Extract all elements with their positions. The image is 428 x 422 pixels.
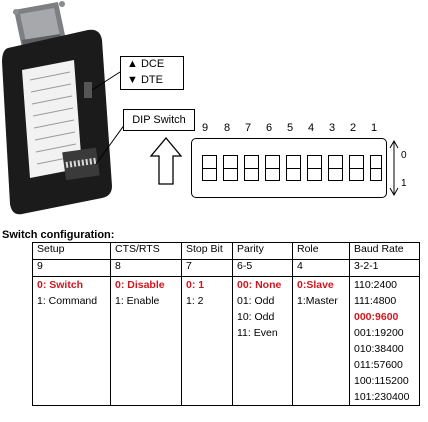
dip-number: 6 — [265, 122, 273, 134]
dip-switch-window — [62, 147, 100, 181]
switch-direction-arrows-icon — [389, 140, 399, 196]
dip-switch-slot — [370, 155, 382, 181]
dip-number: 7 — [244, 122, 252, 134]
device-label — [22, 60, 82, 178]
option-value: 001:19200 — [354, 327, 404, 339]
option-value: 11: Even — [237, 327, 278, 339]
option-value: 0: 1 — [186, 279, 205, 291]
triangle-up-icon: ▲ — [127, 58, 138, 70]
header-setup: Setup — [32, 242, 111, 260]
baud-rate-options: 110:2400 111:4800 000:9600 001:19200 010:384… — [349, 276, 420, 406]
dip-number: 3 — [328, 122, 336, 134]
index-cell: 8 — [110, 259, 182, 277]
option-value: 1:Master — [297, 295, 338, 307]
switch-on-label: 0 — [401, 150, 407, 161]
switch-off-label: 1 — [401, 178, 407, 189]
switch-configuration-title: Switch configuration: — [2, 229, 115, 241]
option-value: 1: 2 — [186, 295, 204, 307]
index-cell: 3-2-1 — [349, 259, 420, 277]
dip-switch-slot — [223, 155, 238, 181]
option-value: 01: Odd — [237, 295, 275, 307]
option-value: 010:38400 — [354, 343, 404, 355]
dce-dte-slide-switch — [84, 82, 92, 98]
index-cell: 9 — [32, 259, 111, 277]
option-value: 0: Switch — [37, 279, 84, 291]
dip-switch-slot — [244, 155, 259, 181]
option-value: 011:57600 — [354, 359, 403, 371]
option-value: 10: Odd — [237, 311, 275, 323]
dip-number: 4 — [307, 122, 315, 134]
switch-configuration-table: Setup CTS/RTS Stop Bit Parity Role Baud … — [32, 242, 420, 406]
db9-connector — [13, 1, 66, 50]
rs232-converter-image — [2, 1, 125, 215]
option-value: 1: Command — [37, 295, 98, 307]
dip-number: 5 — [286, 122, 294, 134]
dip-switch-slot — [286, 155, 301, 181]
option-value: 000:9600 — [354, 311, 399, 323]
option-value: 0:Slave — [297, 279, 334, 291]
dip-switch-slot — [307, 155, 322, 181]
dce-label: DCE — [140, 58, 165, 70]
option-value: 1: Enable — [115, 295, 160, 307]
triangle-down-icon: ▼ — [127, 74, 138, 86]
option-value: 111:4800 — [354, 295, 397, 307]
dip-number: 2 — [349, 122, 357, 134]
option-value: 101:230400 — [354, 391, 410, 403]
header-baud-rate: Baud Rate — [349, 242, 420, 260]
setup-options: 0: Switch 1: Command — [32, 276, 111, 406]
switch-index-row: 9 8 7 6-5 4 3-2-1 — [32, 259, 420, 277]
cts-rts-options: 0: Disable 1: Enable — [110, 276, 182, 406]
dce-dte-callout: ▲ DCE ▼ DTE — [120, 56, 184, 90]
role-options: 0:Slave 1:Master — [292, 276, 350, 406]
dip-switch-slot — [265, 155, 280, 181]
index-cell: 6-5 — [232, 259, 293, 277]
option-value: 100:115200 — [354, 375, 409, 387]
dip-switch-callout: DIP Switch — [123, 109, 195, 131]
outline-arrow-up-icon — [149, 136, 183, 185]
option-value: 110:2400 — [354, 279, 398, 291]
dip-switch-slot — [349, 155, 364, 181]
header-cts-rts: CTS/RTS — [110, 242, 182, 260]
dip-number: 9 — [201, 122, 209, 134]
index-cell: 7 — [181, 259, 233, 277]
option-value: 00: None — [237, 279, 282, 291]
dte-label: DTE — [140, 74, 163, 86]
dip-switch-slot — [328, 155, 343, 181]
header-stop-bit: Stop Bit — [181, 242, 233, 260]
option-value: 0: Disable — [115, 279, 165, 291]
header-role: Role — [292, 242, 350, 260]
dip-number: 1 — [370, 122, 378, 134]
index-cell: 4 — [292, 259, 350, 277]
dip-switch-slot — [202, 155, 217, 181]
table-header-row: Setup CTS/RTS Stop Bit Parity Role Baud … — [32, 242, 420, 260]
header-parity: Parity — [232, 242, 293, 260]
stop-bit-options: 0: 1 1: 2 — [181, 276, 233, 406]
parity-options: 00: None 01: Odd 10: Odd 11: Even — [232, 276, 293, 406]
dip-switch-diagram — [191, 138, 387, 198]
dip-number: 8 — [223, 122, 231, 134]
